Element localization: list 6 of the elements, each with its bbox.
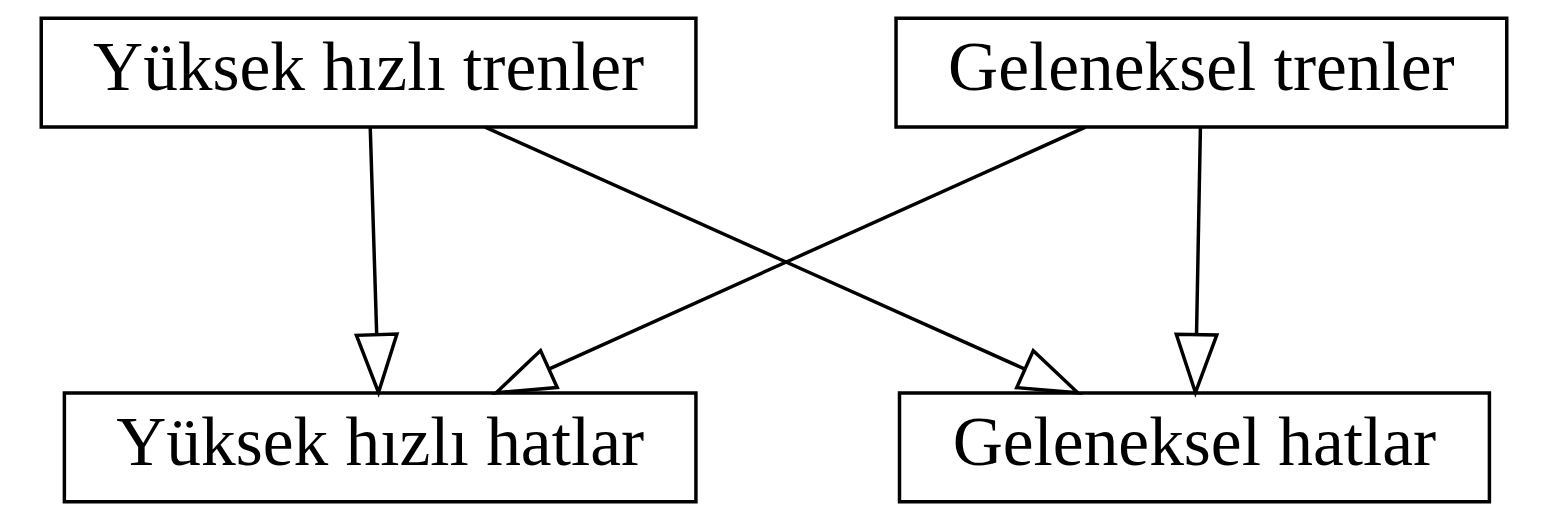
node-box: Geleneksel hatlar (897, 390, 1491, 503)
node-box: Yüksek hızlı trenler (39, 16, 698, 129)
node-box: Geleneksel trenler (893, 16, 1508, 129)
node-box: Yüksek hızlı hatlar (62, 390, 698, 503)
arrow (1173, 126, 1219, 398)
arrow (353, 126, 399, 398)
